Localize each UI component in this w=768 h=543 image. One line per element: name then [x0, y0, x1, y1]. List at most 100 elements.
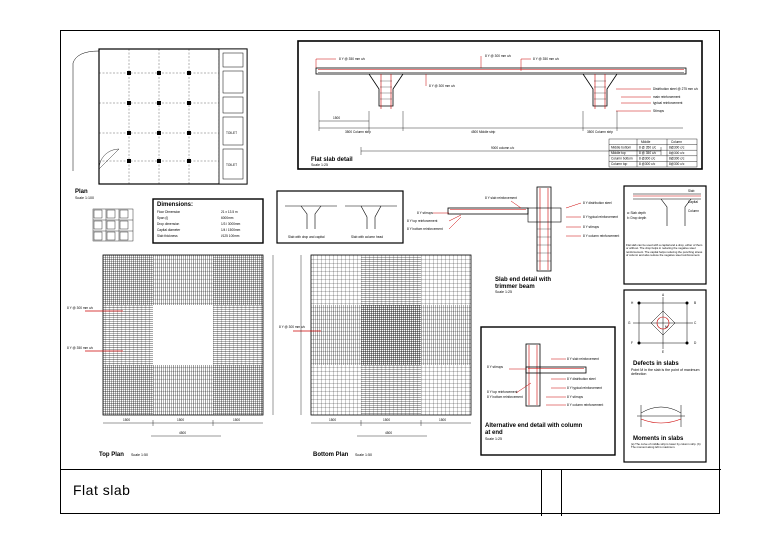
fsd-td-2-1: 8 @300 c/c	[639, 157, 656, 161]
top-plan-scale: Scale 1:50	[131, 453, 148, 457]
tp-mark-1: 8 Y @ 300 mm c/c	[67, 306, 94, 310]
bottom-plan: 8 Y @ 300 mm c/c 1500 1500 1500 4500 Bot…	[279, 254, 472, 458]
sed-label-4: 8 Y slab reinforcement	[485, 196, 517, 200]
fsd-td-0-0: Middle bottom	[611, 146, 631, 150]
fsd-th-1: Middle	[641, 140, 651, 144]
fsd-title: Flat slab detail	[311, 157, 353, 163]
tp-mark-2: 8 Y @ 350 mm c/c	[67, 346, 94, 350]
tp-dim-4: 4500	[179, 431, 186, 435]
bp-dim-3: 1500	[439, 418, 446, 422]
sed-label-2: 8 Y top reinforcement	[407, 219, 437, 223]
aed-title: Alternative end detail with column	[485, 423, 583, 429]
top-plan: 8 Y @ 300 mm c/c 8 Y @ 350 mm c/c 1500 1…	[67, 254, 274, 458]
sed-label-1: 8 Y stirrups	[417, 211, 433, 215]
fsd-td-3-1: 8 @300 c/c	[639, 162, 656, 166]
fsd-bar-3: 8 Y @ 300 mm c/c	[429, 84, 456, 88]
drop-sketches: Slab with drop and capital Slab with col…	[276, 190, 404, 244]
bp-mark-1: 8 Y @ 300 mm c/c	[279, 325, 306, 329]
column-head-note: Slab Capital Column a: Slab depth b: Dro…	[623, 185, 707, 285]
aed-title-2: at end	[485, 430, 503, 436]
sed-label-6: 8 Y typical reinforcement	[583, 215, 618, 219]
fsd-bar-1: 8 Y @ 350 mm c/c	[339, 57, 366, 61]
dim-r0-k: Floor Dimension	[157, 210, 180, 214]
defect-C: C	[694, 321, 697, 325]
fsd-td-3-0: Column top	[611, 162, 628, 166]
sed-label-7: 8 Y stirrups	[583, 225, 599, 229]
sed-scale: Scale 1:25	[495, 290, 512, 294]
fsd-td-1-0: Middle top	[611, 151, 626, 155]
fsd-dim-4: 3500 Column strip	[587, 130, 613, 134]
top-plan-title: Top Plan	[99, 452, 124, 458]
defect-B: B	[694, 301, 696, 305]
sed-label-8: 8 Y column reinforcement	[583, 234, 619, 238]
tp-dim-1: 1500	[123, 418, 130, 422]
fsd-td-0-2: 8@300 c/c	[669, 146, 685, 150]
plan-scale: Scale 1:100	[75, 196, 94, 200]
chn-side-b: b: Drop depth	[627, 216, 647, 220]
dim-r0-v: 21 x 13.5 m	[221, 210, 238, 214]
plan-room-2: TOILET	[226, 163, 237, 167]
aed-label-5: 8 Y distribution steel	[567, 377, 596, 381]
defect-G: G	[628, 321, 631, 325]
fsd-td-0-1: 8 @ 350 c/c	[639, 146, 656, 150]
bp-dim-1: 1500	[329, 418, 336, 422]
drop-left-label: Slab with drop and capital	[288, 235, 325, 239]
sed-title: Slab end detail with	[495, 277, 551, 283]
chn-label-slab: Slab	[688, 189, 695, 193]
defects-title: Defects in slabs	[633, 361, 679, 367]
plan-view: TOILET TOILET Plan Scale 1:100	[72, 48, 248, 200]
fsd-legend-1: Distribution steel @ 275 mm c/c	[653, 87, 698, 91]
bottom-plan-title: Bottom Plan	[313, 452, 349, 458]
dim-r2-k: Drop dimension	[157, 222, 180, 226]
sed-label-3: 8 Y bottom reinforcement	[407, 227, 443, 231]
drawing-area: TOILET TOILET Plan Scale 1:100	[67, 40, 707, 463]
chn-label-capital: Capital	[688, 200, 698, 204]
title-block-cell	[541, 470, 562, 516]
slab-end-detail: 8 Y stirrups 8 Y top reinforcement 8 Y b…	[407, 186, 619, 294]
dim-r3-k: Capital diameter	[157, 228, 181, 232]
drawing-sheet: TOILET TOILET Plan Scale 1:100	[60, 30, 722, 516]
fsd-dim-1: 1500	[333, 116, 340, 120]
defect-A: A	[662, 293, 665, 297]
aed-label-8: 8 Y column reinforcement	[567, 403, 603, 407]
sed-title-2: trimmer beam	[495, 284, 535, 290]
moments-title: Moments in slabs	[633, 436, 684, 442]
defect-H: H	[631, 301, 634, 305]
dim-r3-v: 1/4 l 1500mm	[221, 228, 241, 232]
dim-r2-v: 1/3 l 3000mm	[221, 222, 241, 226]
defect-M: M	[665, 325, 668, 329]
dim-r4-k: Slab thickness	[157, 234, 178, 238]
fsd-dim-5: 9000 column c/c	[491, 146, 515, 150]
aed-label-2: 8 Y top reinforcement	[487, 390, 517, 394]
fsd-legend-3: typical reinforcement	[653, 101, 683, 105]
plan-room-1: TOILET	[226, 131, 237, 135]
defect-F: F	[631, 341, 633, 345]
aed-scale: Scale 1:25	[485, 437, 502, 441]
title-block-cell	[561, 470, 722, 516]
bp-dim-2: 1500	[383, 418, 390, 422]
fsd-bar-4: 8 Y @ 350 mm c/c	[533, 57, 560, 61]
fsd-table	[608, 138, 698, 168]
defects-moments: A B C D E F G H M Defects in slabs Point…	[623, 289, 707, 463]
fsd-td-1-1: 8 @ 350 c/c	[639, 151, 656, 155]
fsd-td-3-2: 8@300 c/c	[669, 162, 685, 166]
fsd-th-2: Column	[671, 140, 682, 144]
fsd-dim-3: 4500 Middle strip	[471, 130, 496, 134]
bp-dim-4: 4500	[385, 431, 392, 435]
sheet-title: Flat slab	[73, 482, 131, 498]
dim-r1-k: Span (l)	[157, 216, 168, 220]
defects-text: Point M in the slab is the point of maxi…	[631, 368, 700, 377]
fsd-legend-2: main reinforcement	[653, 95, 680, 99]
fsd-td-1-2: 8@300 c/c	[669, 151, 685, 155]
fsd-bar-2: 8 Y @ 300 mm c/c	[485, 54, 512, 58]
fsd-dim-2: 3500 Column strip	[345, 130, 371, 134]
dimensions-box: Dimensions: Floor Dimension 21 x 13.5 m …	[152, 198, 264, 244]
alternative-end-detail: 8 Y stirrups 8 Y top reinforcement 8 Y b…	[480, 326, 616, 456]
dim-r1-v: 6000mm	[221, 216, 234, 220]
title-block: Flat slab	[61, 469, 722, 516]
bottom-plan-scale: Scale 1:50	[355, 453, 372, 457]
tp-dim-2: 1500	[177, 418, 184, 422]
chn-note: Flat slab can be used with a capital and…	[626, 244, 703, 258]
aed-label-7: 8 Y stirrups	[567, 395, 583, 399]
fsd-legend-4: Stirrups	[653, 109, 664, 113]
